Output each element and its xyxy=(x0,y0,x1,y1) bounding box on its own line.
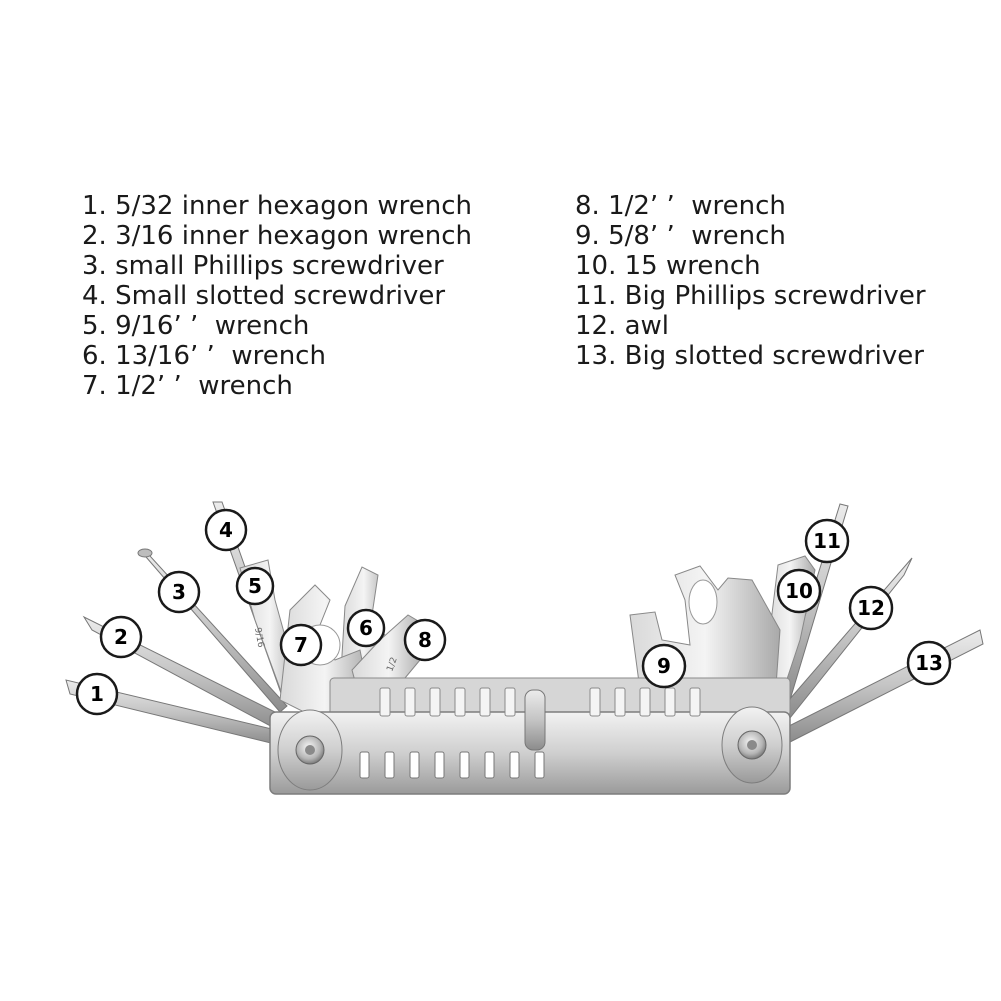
svg-text:11: 11 xyxy=(813,529,841,553)
legend-right-column: 8. 1/2’ ’ wrench 9. 5/8’ ’ wrench 10. 15… xyxy=(575,191,926,371)
callout-6: 6 xyxy=(346,608,386,648)
legend-item-9: 9. 5/8’ ’ wrench xyxy=(575,221,786,251)
callout-1: 1 xyxy=(75,672,119,716)
legend-item-13: 13. Big slotted screwdriver xyxy=(575,341,924,371)
svg-text:1: 1 xyxy=(90,682,104,706)
legend-item-4: 4. Small slotted screwdriver xyxy=(82,281,446,311)
svg-text:13: 13 xyxy=(915,651,943,675)
pivot-bolt-left xyxy=(295,735,325,765)
tool-5-engraving: 9/16 xyxy=(252,627,265,649)
legend-item-3: 3. small Phillips screwdriver xyxy=(82,251,444,281)
callout-11: 11 xyxy=(804,518,850,564)
callout-10: 10 xyxy=(776,568,822,614)
svg-text:4: 4 xyxy=(219,518,233,542)
legend-item-2: 2. 3/16 inner hexagon wrench xyxy=(82,221,472,251)
svg-text:7: 7 xyxy=(294,633,308,657)
svg-text:3: 3 xyxy=(172,580,186,604)
legend-item-10: 10. 15 wrench xyxy=(575,251,761,281)
tool-8-engraving: 1/2 xyxy=(385,656,399,673)
legend-item-11: 11. Big Phillips screwdriver xyxy=(575,281,926,311)
multi-tool-illustration: 9/16 1/2 xyxy=(65,501,984,795)
legend-item-6: 6. 13/16’ ’ wrench xyxy=(82,341,326,371)
svg-text:2: 2 xyxy=(114,625,128,649)
svg-text:8: 8 xyxy=(418,628,432,652)
callout-8: 8 xyxy=(403,618,447,662)
tool-frame xyxy=(269,677,791,795)
legend-item-5: 5. 9/16’ ’ wrench xyxy=(82,311,310,341)
legend-item-12: 12. awl xyxy=(575,311,670,341)
callout-12: 12 xyxy=(848,585,894,631)
callout-9: 9 xyxy=(641,643,687,689)
legend-item-8: 8. 1/2’ ’ wrench xyxy=(575,191,786,221)
callout-3: 3 xyxy=(157,570,201,614)
pivot-bolt-right xyxy=(737,730,767,760)
svg-text:5: 5 xyxy=(248,574,262,598)
callout-13: 13 xyxy=(906,640,952,686)
callout-7: 7 xyxy=(279,623,323,667)
svg-text:12: 12 xyxy=(857,596,885,620)
svg-text:6: 6 xyxy=(359,616,373,640)
svg-text:9: 9 xyxy=(657,654,671,678)
callout-2: 2 xyxy=(99,615,143,659)
legend-left-column: 1. 5/32 inner hexagon wrench 2. 3/16 inn… xyxy=(82,191,472,401)
legend-item-7: 7. 1/2’ ’ wrench xyxy=(82,371,293,401)
svg-text:10: 10 xyxy=(785,579,813,603)
legend-item-1: 1. 5/32 inner hexagon wrench xyxy=(82,191,472,221)
callout-4: 4 xyxy=(204,508,248,552)
callout-5: 5 xyxy=(235,566,275,606)
